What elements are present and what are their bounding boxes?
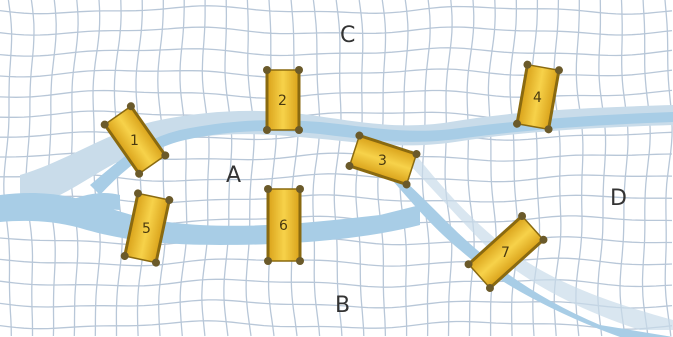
grid-line-horizontal [0, 47, 673, 57]
grid-line-horizontal [0, 89, 673, 99]
bridge-label-2: 2 [278, 93, 287, 109]
grid-line-horizontal [0, 68, 673, 78]
grid-line-horizontal [0, 320, 673, 330]
bridge-5: 5 [120, 189, 174, 267]
grid-line-vertical [290, 0, 299, 337]
grid-line-vertical [179, 0, 188, 337]
grid-line-horizontal [0, 278, 673, 288]
bridge-2: 2 [263, 66, 303, 134]
grid-line-vertical [664, 0, 673, 337]
grid-line-vertical [223, 0, 233, 337]
bridge-4: 4 [513, 60, 563, 134]
grid-line-horizontal [0, 257, 673, 267]
bridge-label-3: 3 [378, 153, 387, 169]
grid-line-vertical [267, 0, 277, 337]
bridge-label-4: 4 [533, 90, 542, 106]
grid-line-horizontal [0, 299, 673, 309]
grid-line-vertical [312, 0, 321, 337]
bridge-3: 3 [345, 131, 421, 189]
grid-line-vertical [333, 0, 343, 337]
river [0, 105, 673, 337]
grid-line-vertical [466, 0, 475, 337]
region-label-c: C [340, 23, 355, 48]
region-label-b: B [335, 293, 350, 318]
region-label-d: D [610, 186, 627, 211]
grid-line-vertical [444, 0, 453, 337]
grid-line-vertical [597, 0, 607, 337]
region-label-a: A [226, 163, 241, 188]
bridge-label-7: 7 [501, 245, 510, 261]
bridge-6: 6 [264, 185, 304, 265]
grid-line-horizontal [0, 5, 673, 15]
grid-line-vertical [157, 0, 167, 337]
bridge-7: 7 [464, 212, 548, 292]
grid-line-vertical [575, 0, 584, 337]
bridge-1: 1 [100, 102, 170, 178]
bridge-label-6: 6 [279, 218, 288, 234]
bridge-label-5: 5 [142, 221, 151, 237]
grid-line-horizontal [0, 26, 673, 36]
bridge-label-1: 1 [130, 133, 139, 149]
grid-line-vertical [641, 0, 651, 337]
